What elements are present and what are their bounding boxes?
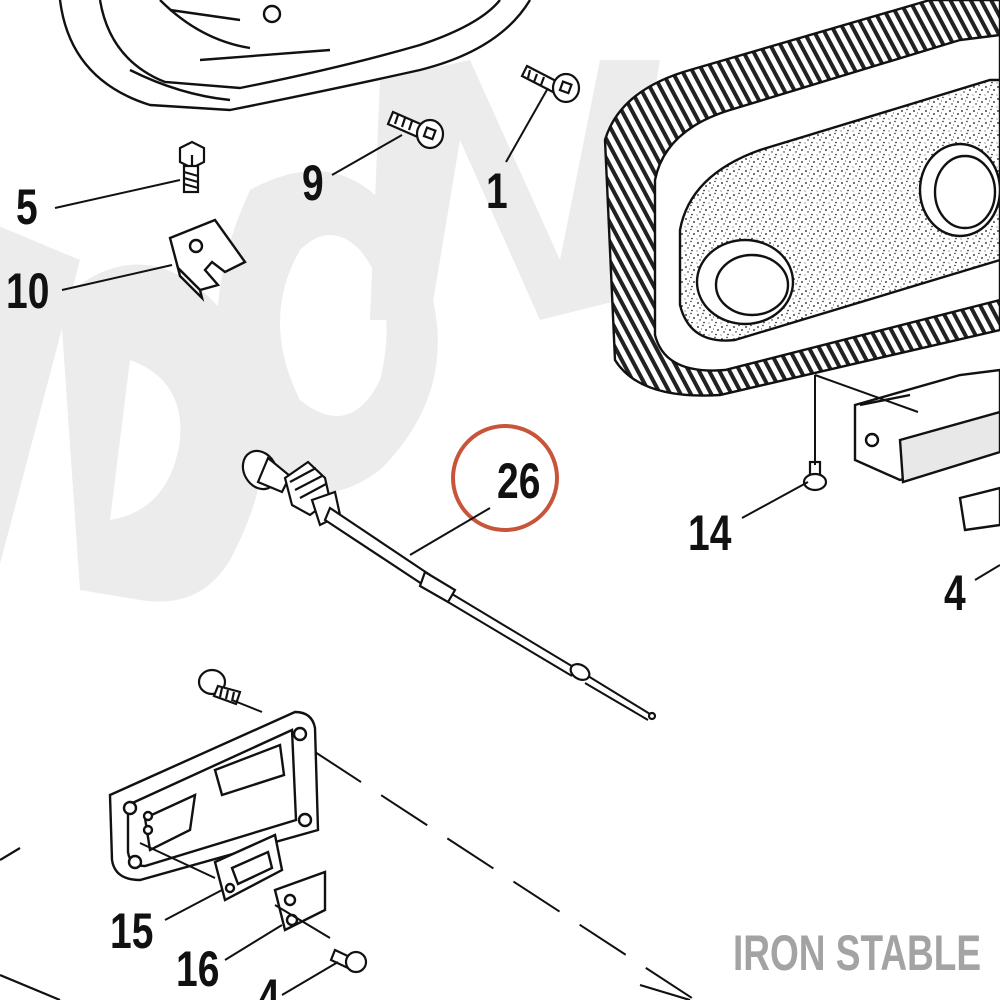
callout-10: 10: [6, 263, 50, 319]
highlight-circle: [451, 424, 559, 532]
callout-5: 5: [16, 179, 38, 235]
bolt-part-5: [178, 140, 206, 194]
screw-part-14: [802, 460, 828, 492]
frame-lines: [0, 847, 691, 1000]
background-watermark: [0, 60, 660, 602]
plate-part-16: [273, 870, 327, 932]
callout-16: 16: [176, 941, 220, 997]
screw-part-1: [520, 64, 581, 104]
brand-watermark: IRON STABLE: [733, 925, 982, 981]
callout-26: 26: [497, 453, 541, 509]
cover-bolt: [197, 668, 242, 706]
gasket-part-15: [213, 833, 284, 902]
air-filter-element: [603, 0, 1000, 397]
filter-bracket: [853, 368, 1000, 532]
screw-part-9: [386, 110, 445, 150]
callout-1: 1: [486, 163, 508, 219]
callout-14: 14: [688, 505, 732, 561]
callout-4-right: 4: [944, 565, 966, 621]
screw-part-4-lower: [329, 948, 368, 974]
callout-15: 15: [110, 903, 154, 959]
callout-9: 9: [302, 155, 324, 211]
leader-lines: [54, 87, 1000, 996]
cover-plate: [108, 710, 320, 882]
choke-cable-part-26: [241, 449, 657, 721]
callout-4-lower: 4: [258, 969, 280, 1000]
air-cleaner-cover: [58, 0, 532, 112]
dashed-centerline: [314, 751, 696, 1000]
bracket-part-10: [168, 218, 247, 302]
